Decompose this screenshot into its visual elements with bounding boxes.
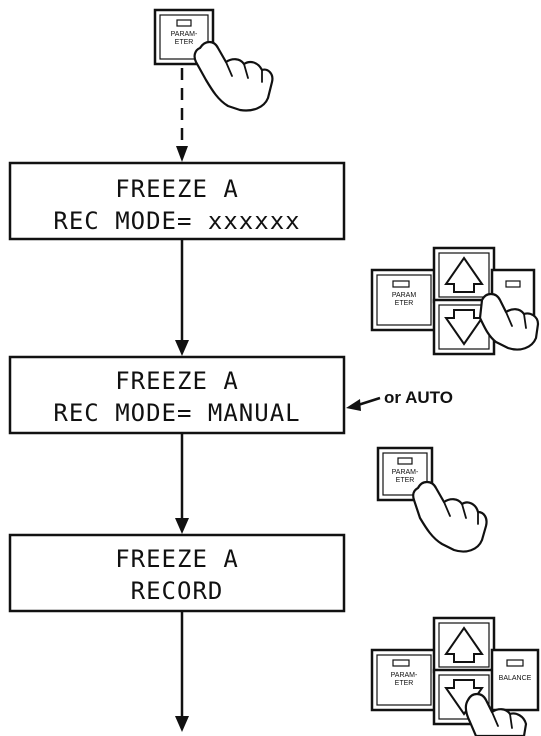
parameter-key-top[interactable]: PARAM-ETER [153,8,215,66]
screen-1-line-2: REC MODE= xxxxxx [53,207,300,235]
screen-2-line-2: REC MODE= MANUAL [53,399,300,427]
led-indicator-icon [392,659,410,667]
lcd-screen-3: FREEZE A RECORD [8,533,346,613]
up-arrow-icon [444,256,484,293]
screen-1-line-1: FREEZE A [115,175,239,203]
balance-key-label: BALANCE [499,675,532,682]
key-cluster-balance: PARAM-ETER BALANCE [370,616,540,726]
down-arrow-icon [444,679,484,716]
lcd-screen-1: FREEZE A REC MODE= xxxxxx [8,161,346,241]
pressing-hand-icon [193,40,274,112]
parameter-key-top-label: PARAM-ETER [171,31,198,46]
led-indicator-icon [176,19,192,27]
arrowhead-icon [175,518,189,534]
pressing-hand-icon [478,292,540,351]
annotation-arrow [357,396,381,407]
screen-3-line-1: FREEZE A [115,545,239,573]
arrowhead-icon [346,399,361,411]
led-indicator-icon [505,280,521,288]
led-indicator-icon [397,457,413,465]
screen-3-line-2: RECORD [131,577,224,605]
pressing-hand-icon [464,692,528,736]
parameter-key-bottom-label: PARAM-ETER [391,672,418,687]
arrowhead-icon [175,716,189,732]
pressing-hand-icon [412,480,488,553]
led-indicator-icon [506,659,524,667]
lcd-screen-2: FREEZE A REC MODE= MANUAL [8,355,346,435]
up-arrow-icon [444,626,484,663]
arrowhead-icon [175,340,189,356]
arrowhead-icon [176,146,188,162]
led-indicator-icon [392,280,410,288]
or-auto-note: or AUTO [384,388,453,407]
parameter-key-mid-label: PARAM-ETER [392,469,419,484]
screen-2-line-1: FREEZE A [115,367,239,395]
